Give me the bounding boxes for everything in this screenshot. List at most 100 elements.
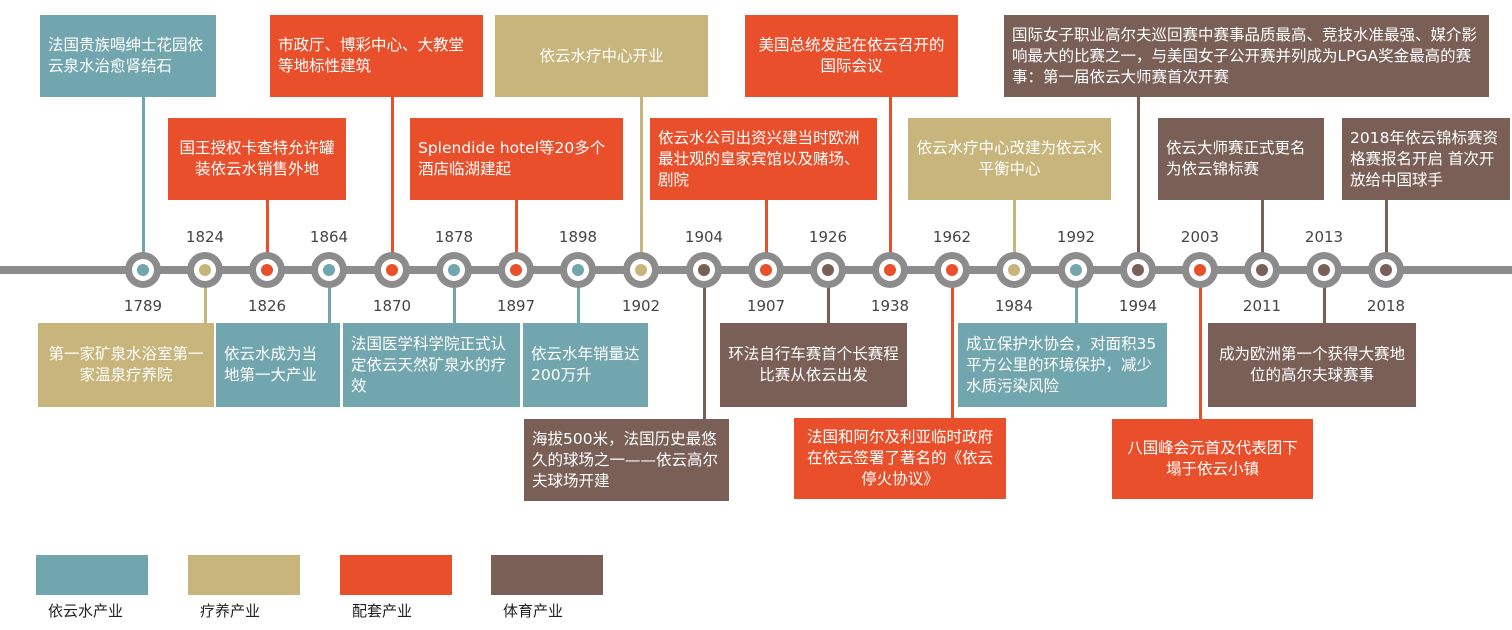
node-dot [386, 264, 398, 276]
year-label: 1898 [558, 228, 598, 246]
legend-swatch [491, 555, 603, 595]
event-box: 依云水成为当地第一大产业 [216, 323, 340, 407]
year-label: 2013 [1304, 228, 1344, 246]
connector-line [1323, 270, 1326, 323]
node-ring [1065, 259, 1087, 281]
event-text: 2018年依云锦标赛资格赛报名开启 首次开放给中国球手 [1350, 128, 1498, 189]
event-text: 美国总统发起在依云召开的国际会议 [758, 36, 945, 75]
connector-line [1261, 200, 1264, 270]
event-box: 依云水疗中心开业 [495, 15, 708, 97]
legend-label: 体育产业 [503, 602, 564, 620]
legend-label: 疗养产业 [200, 602, 261, 620]
node-dot [1070, 264, 1082, 276]
timeline-node [686, 252, 722, 288]
timeline-node [436, 252, 472, 288]
event-box: 依云水疗中心改建为依云水平衡中心 [908, 118, 1111, 200]
timeline-node [872, 252, 908, 288]
node-ring [630, 259, 652, 281]
connector-line [1137, 97, 1140, 270]
year-label: 1984 [994, 297, 1034, 315]
connector-line [391, 97, 394, 270]
event-text: 国王授权卡查特允许罐装依云水销售外地 [179, 139, 335, 178]
event-box: 成立保护水协会，对面积35平方公里的环境保护，减少水质污染风险 [958, 323, 1167, 407]
node-dot [1008, 264, 1020, 276]
node-dot [199, 264, 211, 276]
node-ring [755, 259, 777, 281]
timeline-node [996, 252, 1032, 288]
event-text: 法国医学科学院正式认定依云天然矿泉水的疗效 [351, 334, 507, 395]
timeline-node [1368, 252, 1404, 288]
timeline-node [560, 252, 596, 288]
connector-line [577, 270, 580, 323]
timeline-node [934, 252, 970, 288]
connector-line [266, 200, 269, 270]
event-text: 成立保护水协会，对面积35平方公里的环境保护，减少水质污染风险 [966, 334, 1157, 395]
event-box: 依云水年销量达200万升 [523, 323, 648, 407]
event-box: 成为欧洲第一个获得大赛地位的高尔夫球赛事 [1208, 323, 1416, 407]
node-ring [132, 259, 154, 281]
event-text: 法国贵族喝绅士花园依云泉水治愈肾结石 [48, 36, 204, 75]
node-dot [510, 264, 522, 276]
node-dot [698, 264, 710, 276]
node-dot [1256, 264, 1268, 276]
timeline-node [498, 252, 534, 288]
event-text: 依云水成为当地第一大产业 [224, 345, 318, 384]
timeline-node [187, 252, 223, 288]
node-ring [567, 259, 589, 281]
node-dot [884, 264, 896, 276]
event-text: 依云大师赛正式更名为依云锦标赛 [1166, 139, 1306, 178]
event-box: 法国贵族喝绅士花园依云泉水治愈肾结石 [40, 15, 216, 97]
year-label: 1789 [123, 297, 163, 315]
year-label: 1897 [496, 297, 536, 315]
event-box: 国王授权卡查特允许罐装依云水销售外地 [168, 118, 346, 200]
node-ring [693, 259, 715, 281]
node-ring [443, 259, 465, 281]
event-text: 依云水公司出资兴建当时欧洲最壮观的皇家宾馆以及赌场、剧院 [658, 128, 860, 189]
event-text: 八国峰会元首及代表团下塌于依云小镇 [1127, 439, 1298, 478]
node-ring [1251, 259, 1273, 281]
timeline-node [125, 252, 161, 288]
event-box: 美国总统发起在依云召开的国际会议 [745, 15, 958, 97]
timeline-node [810, 252, 846, 288]
node-ring [381, 259, 403, 281]
node-ring [505, 259, 527, 281]
node-dot [261, 264, 273, 276]
node-dot [137, 264, 149, 276]
node-ring [941, 259, 963, 281]
event-box: 国际女子职业高尔夫巡回赛中赛事品质最高、竞技水准最强、媒介影响最大的比赛之一，与… [1004, 15, 1489, 97]
event-text: 依云水年销量达200万升 [531, 345, 640, 384]
year-label: 1907 [746, 297, 786, 315]
event-box: 2018年依云锦标赛资格赛报名开启 首次开放给中国球手 [1342, 118, 1510, 200]
year-label: 1824 [185, 228, 225, 246]
node-dot [1194, 264, 1206, 276]
node-ring [256, 259, 278, 281]
event-box: 法国和阿尔及利亚临时政府在依云签署了著名的《依云停火协议》 [794, 418, 1006, 499]
connector-line [889, 97, 892, 270]
connector-line [1013, 200, 1016, 270]
node-dot [572, 264, 584, 276]
event-text: 成为欧洲第一个获得大赛地位的高尔夫球赛事 [1218, 345, 1405, 384]
event-box: 市政厅、博彩中心、大教堂等地标性建筑 [270, 15, 483, 97]
year-label: 2003 [1180, 228, 1220, 246]
connector-line [951, 270, 954, 418]
node-dot [1132, 264, 1144, 276]
node-ring [318, 259, 340, 281]
event-text: Splendide hotel等20多个酒店临湖建起 [418, 139, 606, 178]
year-label: 1904 [684, 228, 724, 246]
year-label: 1994 [1118, 297, 1158, 315]
event-box: 依云大师赛正式更名为依云锦标赛 [1158, 118, 1324, 200]
connector-line [515, 200, 518, 270]
node-dot [448, 264, 460, 276]
timeline-node [748, 252, 784, 288]
event-box: 八国峰会元首及代表团下塌于依云小镇 [1112, 419, 1313, 499]
year-label: 1992 [1056, 228, 1096, 246]
node-dot [946, 264, 958, 276]
timeline-node [1244, 252, 1280, 288]
event-text: 环法自行车赛首个长赛程比赛从依云出发 [728, 345, 899, 384]
event-box: 海拔500米，法国历史最悠久的球场之一——依云高尔夫球场开建 [524, 419, 729, 501]
node-ring [1313, 259, 1335, 281]
legend-swatch [340, 555, 452, 595]
year-label: 1926 [808, 228, 848, 246]
timeline-node [623, 252, 659, 288]
